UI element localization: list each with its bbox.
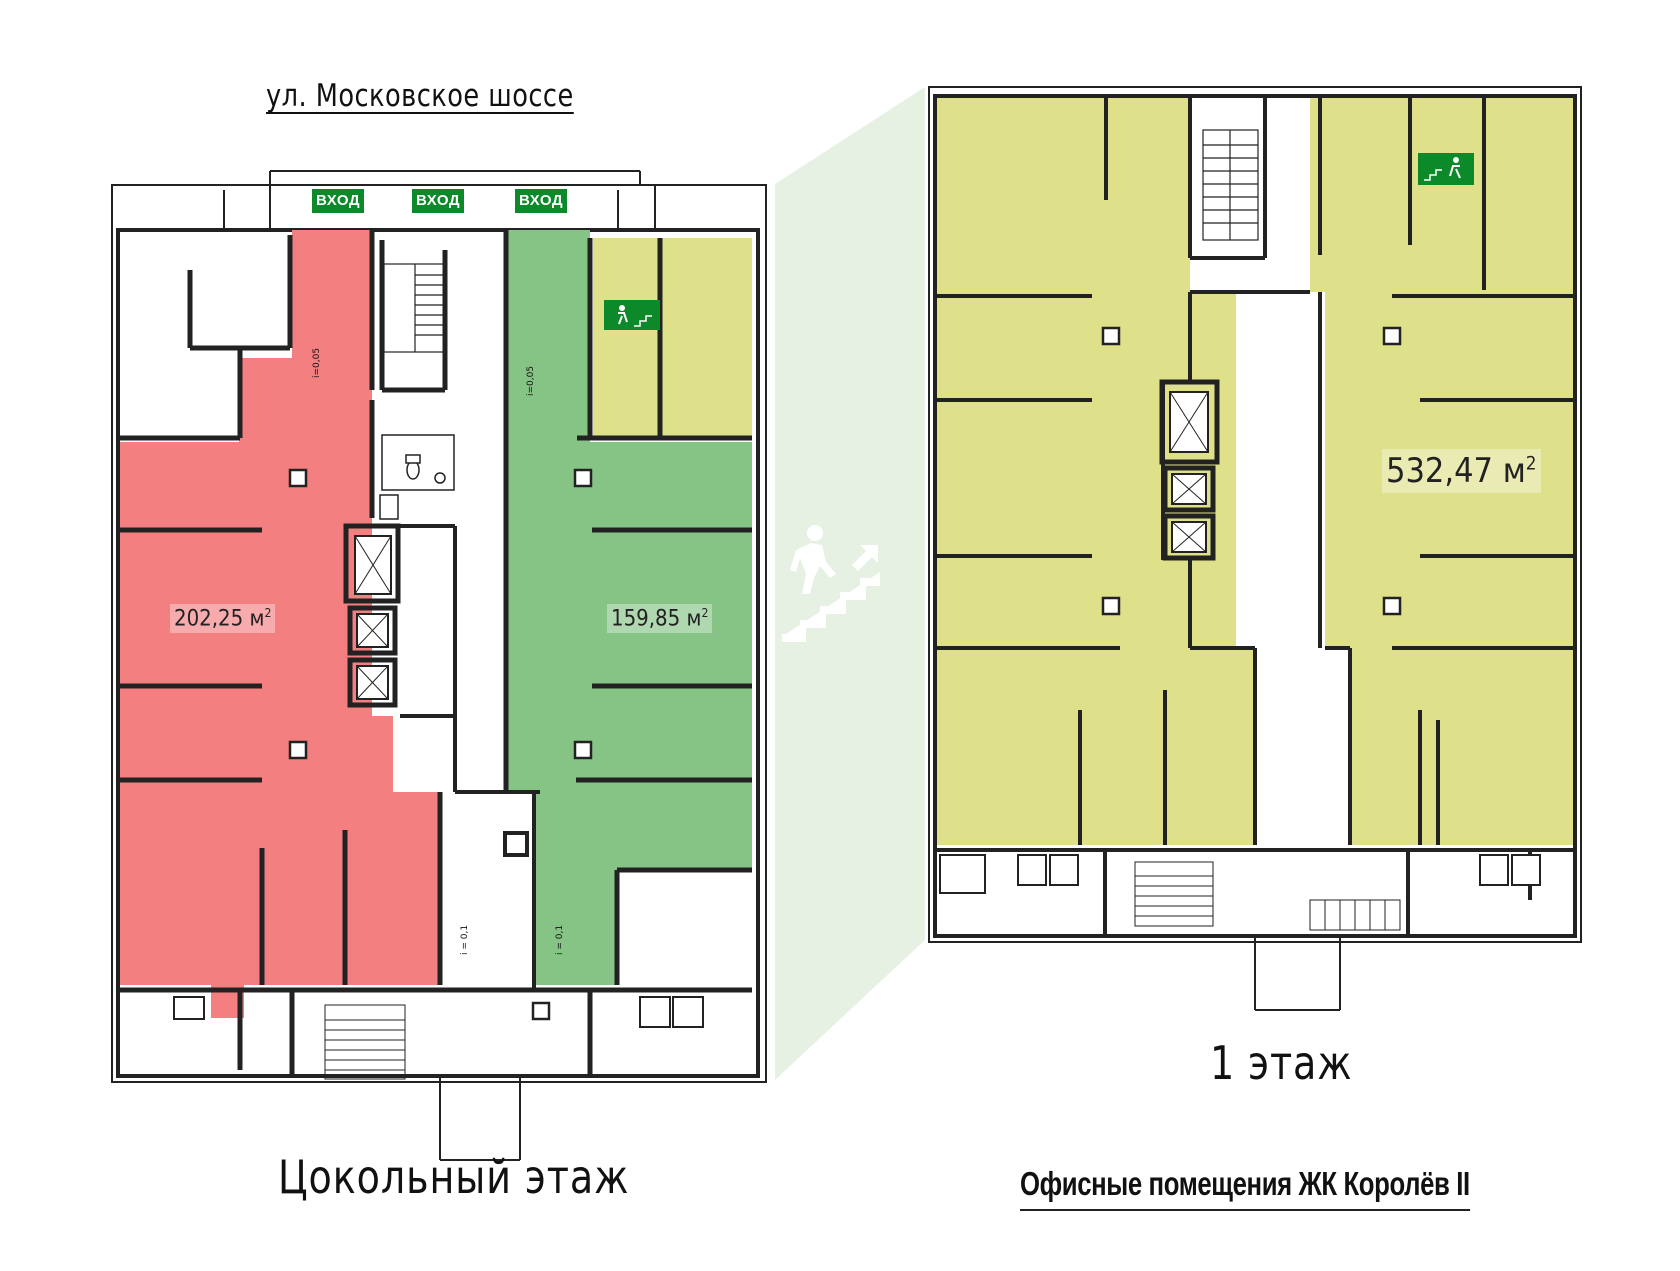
- unit-area-yellow-unit: м: [1502, 451, 1526, 491]
- unit-area-red-unit: м: [249, 606, 265, 632]
- floor1-unit-yellow-right: [1310, 98, 1573, 845]
- slope-label-1: i=0,05: [312, 347, 322, 378]
- unit-area-green-value: 159,85: [611, 606, 681, 632]
- stairs-up-icon: [782, 525, 880, 642]
- basement-plan: [111, 170, 767, 1161]
- floor1-plan: [928, 86, 1582, 1011]
- toilet-icon: [379, 434, 455, 520]
- unit-area-yellow-power: 2: [1525, 453, 1537, 475]
- basement-floor-title: Цокольный этаж: [278, 1150, 630, 1204]
- unit-area-red-value: 202,25: [174, 606, 244, 632]
- unit-area-green-power: 2: [701, 606, 709, 620]
- elevator-icon: [343, 523, 401, 708]
- first-floor-title: 1 этаж: [1210, 1036, 1353, 1090]
- slope-label-2: i=0,05: [526, 365, 536, 396]
- column-icon: [1101, 326, 1402, 616]
- exit-sign-icon: [1418, 153, 1474, 185]
- unit-area-yellow-value: 532,47: [1386, 451, 1493, 491]
- unit-area-green[interactable]: 159,85 м2: [607, 604, 713, 634]
- column-icon: [288, 468, 593, 1021]
- project-title: Офисные помещения ЖК Королёв II: [1020, 1165, 1470, 1211]
- stairs-icon: [1202, 129, 1259, 241]
- slope-label-3: i = 0,1: [460, 924, 470, 955]
- unit-area-red[interactable]: 202,25 м2: [170, 604, 276, 634]
- floor1-unit-yellow-left: [937, 98, 1255, 845]
- elevator-icon: [1159, 379, 1220, 561]
- stairs-icon: [324, 1004, 406, 1080]
- street-label: ул. Московское шоссе: [266, 78, 574, 114]
- entry-sign-2: ВХОД: [412, 189, 464, 213]
- unit-area-red-power: 2: [264, 606, 272, 620]
- basement-unit-red: [120, 230, 440, 1018]
- basement-unit-green: [506, 230, 752, 985]
- unit-area-yellow[interactable]: 532,47 м2: [1382, 449, 1541, 493]
- stairs-icon: [383, 263, 447, 353]
- floor-connector-shape: [775, 87, 925, 1080]
- unit-area-green-unit: м: [686, 606, 702, 632]
- stairs-icon: [1134, 861, 1401, 931]
- entry-sign-3: ВХОД: [515, 189, 567, 213]
- exit-sign-icon: [604, 300, 660, 330]
- basement-unit-yellow: [593, 238, 752, 436]
- entry-sign-1: ВХОД: [312, 189, 364, 213]
- slope-label-4: i = 0,1: [555, 924, 565, 955]
